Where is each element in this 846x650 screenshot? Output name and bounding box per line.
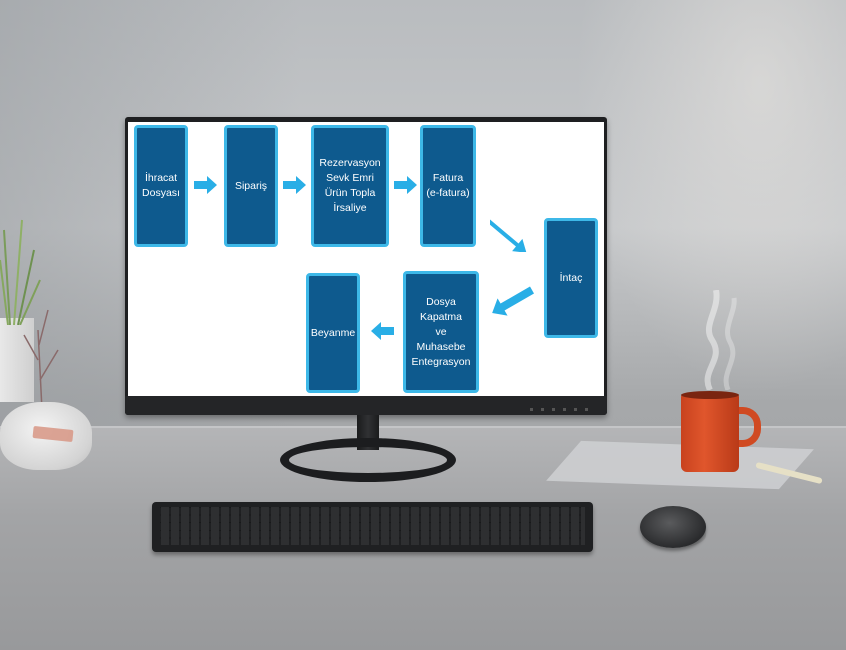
step-label: Sipariş — [234, 179, 268, 192]
arrow-right-icon — [194, 176, 217, 194]
step-label: Sevk Emri — [326, 172, 374, 184]
arrow-right-icon — [394, 176, 417, 194]
step-fatura: Fatura (e-fatura) — [420, 125, 476, 247]
monitor-chin — [125, 396, 607, 415]
step-label: Kapatma — [419, 310, 463, 323]
step-label: ve — [435, 325, 447, 338]
arrow-diagonal-down-icon — [490, 219, 527, 252]
step-label: Fatura — [432, 172, 464, 184]
dry-branches — [23, 309, 59, 410]
step-ihracat-dosyasi: İhracat Dosyası — [134, 125, 188, 247]
step-label: İntaç — [559, 271, 583, 284]
step-siparis: Sipariş — [224, 125, 278, 247]
steam — [704, 290, 737, 390]
mug-handle — [733, 407, 761, 447]
arrow-left-icon — [371, 322, 394, 340]
step-label: İhracat — [144, 172, 178, 184]
plant-pot — [0, 318, 34, 402]
mouse — [640, 506, 706, 548]
step-label: Muhasebe — [416, 340, 466, 353]
monitor-buttons — [530, 408, 596, 411]
keyboard-keys — [160, 507, 585, 545]
plant-leaves — [0, 219, 41, 325]
step-label: Ürün Topla — [324, 187, 376, 199]
step-label: Dosya — [426, 295, 456, 308]
monitor-screen: İhracat Dosyası Sipariş Rezervasyon Sevk… — [128, 122, 604, 396]
arrow-right-icon — [283, 176, 306, 194]
monitor-stand — [280, 438, 456, 482]
step-label: Rezervasyon — [319, 157, 381, 169]
coffee-mug — [681, 394, 739, 472]
wall-light — [560, 0, 846, 420]
arrow-diagonal-left-icon — [492, 286, 534, 316]
step-label: Beyanme — [310, 326, 356, 339]
step-beyanname: Beyanme — [306, 273, 360, 393]
step-label: Dosyası — [142, 187, 180, 199]
step-dosya-kapatma: Dosya Kapatma ve Muhasebe Entegrasyon — [403, 271, 479, 393]
step-rezervasyon: Rezervasyon Sevk Emri Ürün Topla İrsaliy… — [311, 125, 389, 247]
step-label: (e-fatura) — [426, 187, 470, 199]
mug-rim — [681, 391, 739, 399]
step-label: İrsaliye — [333, 202, 367, 214]
step-intac: İntaç — [544, 218, 598, 338]
paper-sheet — [546, 440, 814, 490]
step-label: Entegrasyon — [411, 355, 471, 368]
